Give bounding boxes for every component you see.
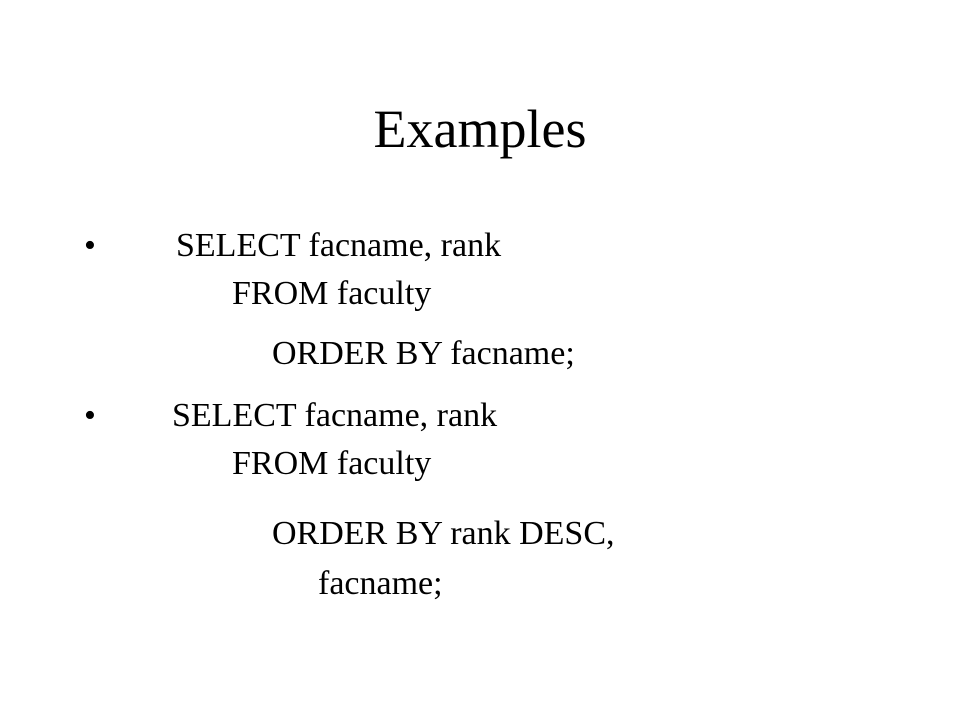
example-2-line-2: FROM faculty [232, 445, 432, 482]
example-1-line-3: ORDER BY facname; [272, 335, 575, 372]
example-2-line-3: ORDER BY rank DESC, [272, 515, 615, 552]
example-2-line-1: SELECT facname, rank [172, 397, 498, 434]
slide-title: Examples [373, 99, 587, 159]
example-1-line-2: FROM faculty [232, 275, 432, 312]
bullet-2: • [84, 397, 96, 434]
example-2-line-4: facname; [318, 565, 443, 602]
bullet-1: • [84, 227, 96, 264]
example-1-line-1: SELECT facname, rank [176, 227, 502, 264]
